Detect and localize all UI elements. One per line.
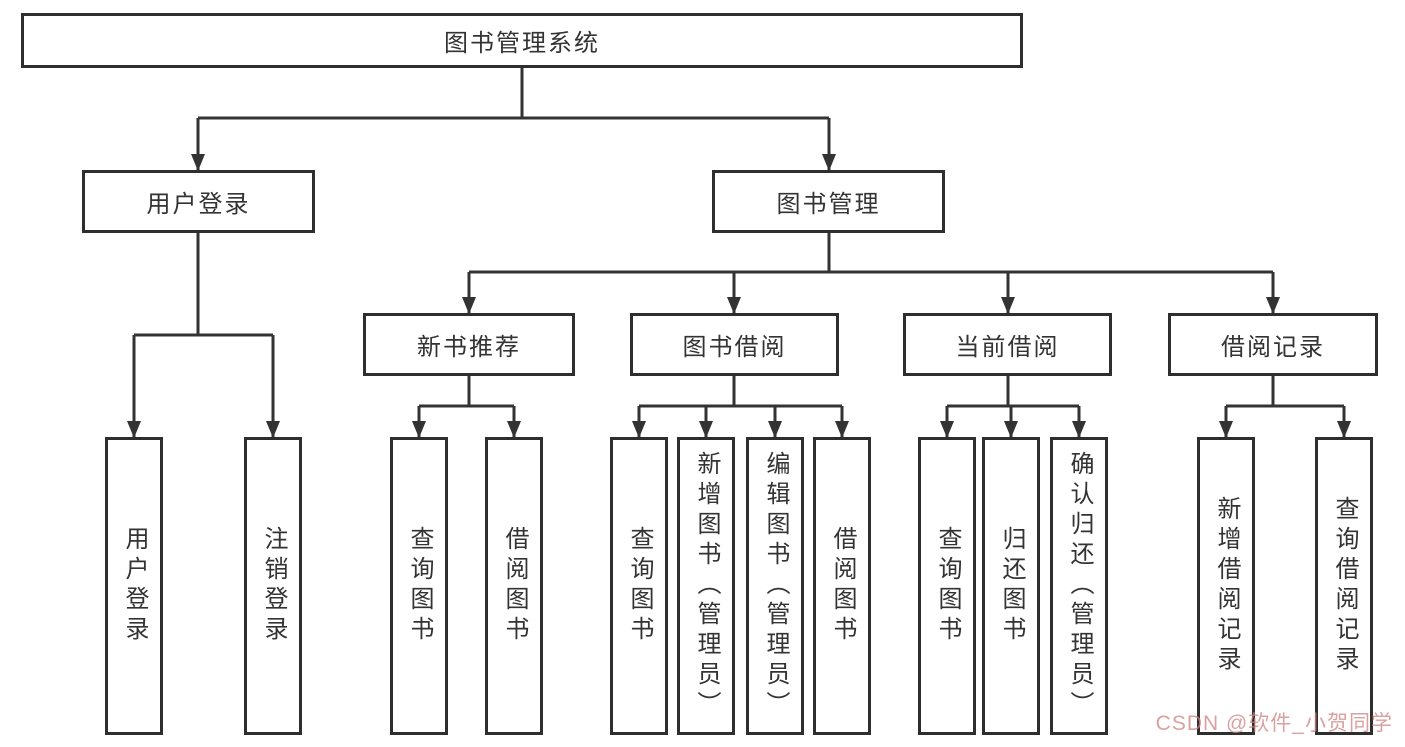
node-library-management-system: 图书管理系统 <box>21 13 1023 68</box>
csdn-watermark: CSDN @软件_小贺同学 <box>1155 712 1393 735</box>
node-book-borrowing: 图书借阅 <box>630 313 839 376</box>
leaf-borrow-books: 借阅图书 <box>813 437 871 735</box>
leaf-user-login: 用户登录 <box>105 437 163 735</box>
leaf-add-borrow-record: 新增借阅记录 <box>1197 437 1255 735</box>
node-new-book-recommend: 新书推荐 <box>363 313 575 376</box>
leaf-query-books-recommend: 查询图书 <box>390 437 448 735</box>
leaf-query-borrow-record: 查询借阅记录 <box>1315 437 1373 735</box>
node-book-management: 图书管理 <box>712 170 945 233</box>
leaf-logout: 注销登录 <box>244 437 302 735</box>
leaf-edit-books-admin: 编辑图书（管理员） <box>746 437 804 735</box>
leaf-add-books-admin: 新增图书（管理员） <box>677 437 735 735</box>
leaf-confirm-return-admin: 确认归还（管理员） <box>1050 437 1108 735</box>
node-current-borrowing: 当前借阅 <box>903 313 1112 376</box>
leaf-borrow-books-recommend: 借阅图书 <box>485 437 543 735</box>
leaf-return-books: 归还图书 <box>982 437 1040 735</box>
leaf-query-books-current: 查询图书 <box>918 437 976 735</box>
leaf-query-books-borrowing: 查询图书 <box>610 437 668 735</box>
node-borrow-records: 借阅记录 <box>1168 313 1378 376</box>
node-user-login: 用户登录 <box>82 170 315 233</box>
